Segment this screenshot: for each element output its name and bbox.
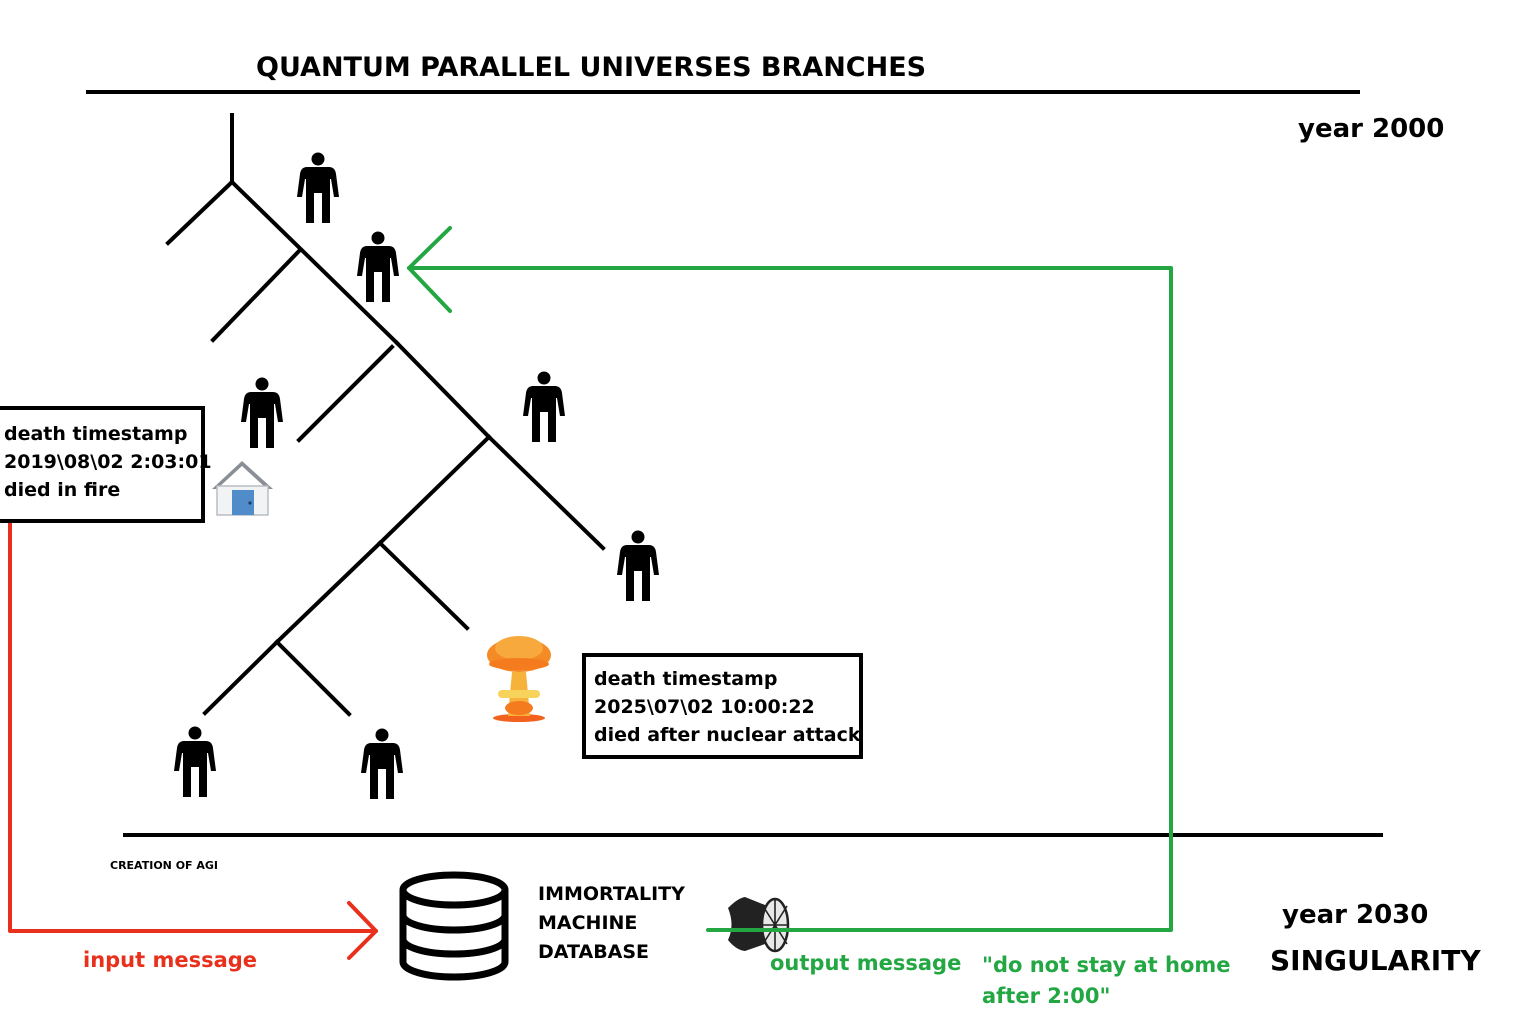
person-icon xyxy=(361,728,403,799)
person-icon xyxy=(297,152,339,223)
diagram-title: QUANTUM PARALLEL UNIVERSES BRANCHES xyxy=(256,52,927,83)
death-cause: died in fire xyxy=(4,479,121,501)
output-message-label: output message xyxy=(770,951,962,975)
universe-branch-tree xyxy=(165,113,606,717)
person-icon xyxy=(357,231,399,302)
death-box-nuclear: death timestamp 2025\07\02 10:00:22 died… xyxy=(582,653,863,759)
death-heading: death timestamp xyxy=(594,668,778,690)
database-icon xyxy=(399,871,509,981)
death-heading: death timestamp xyxy=(4,423,188,445)
database-label-line: MACHINE xyxy=(538,912,638,934)
death-box-fire: death timestamp 2019\08\02 2:03:01 died … xyxy=(0,406,212,523)
agi-label: CREATION OF AGI xyxy=(110,859,219,872)
person-icon xyxy=(617,530,659,601)
death-timestamp: 2019\08\02 2:03:01 xyxy=(4,451,212,473)
house-icon xyxy=(212,461,273,516)
output-quote: "do not stay at home after 2:00" xyxy=(982,953,1231,1008)
singularity-label: SINGULARITY xyxy=(1270,944,1481,977)
person-icon xyxy=(523,371,565,442)
year-end-label: year 2030 xyxy=(1282,900,1429,930)
input-arrow xyxy=(8,519,378,960)
year-start-label: year 2000 xyxy=(1298,114,1445,144)
person-icon xyxy=(241,377,283,448)
person-icon xyxy=(174,726,216,797)
database-label-line: IMMORTALITY xyxy=(538,883,685,905)
death-timestamp: 2025\07\02 10:00:22 xyxy=(594,696,815,718)
output-arrow xyxy=(407,226,1173,932)
death-cause: died after nuclear attack xyxy=(594,724,861,746)
input-message-label: input message xyxy=(83,948,258,972)
database-label-line: DATABASE xyxy=(538,941,650,963)
database-label: IMMORTALITY MACHINE DATABASE xyxy=(538,880,685,967)
speaker-icon xyxy=(728,897,790,953)
nuclear-explosion-icon xyxy=(487,636,551,722)
